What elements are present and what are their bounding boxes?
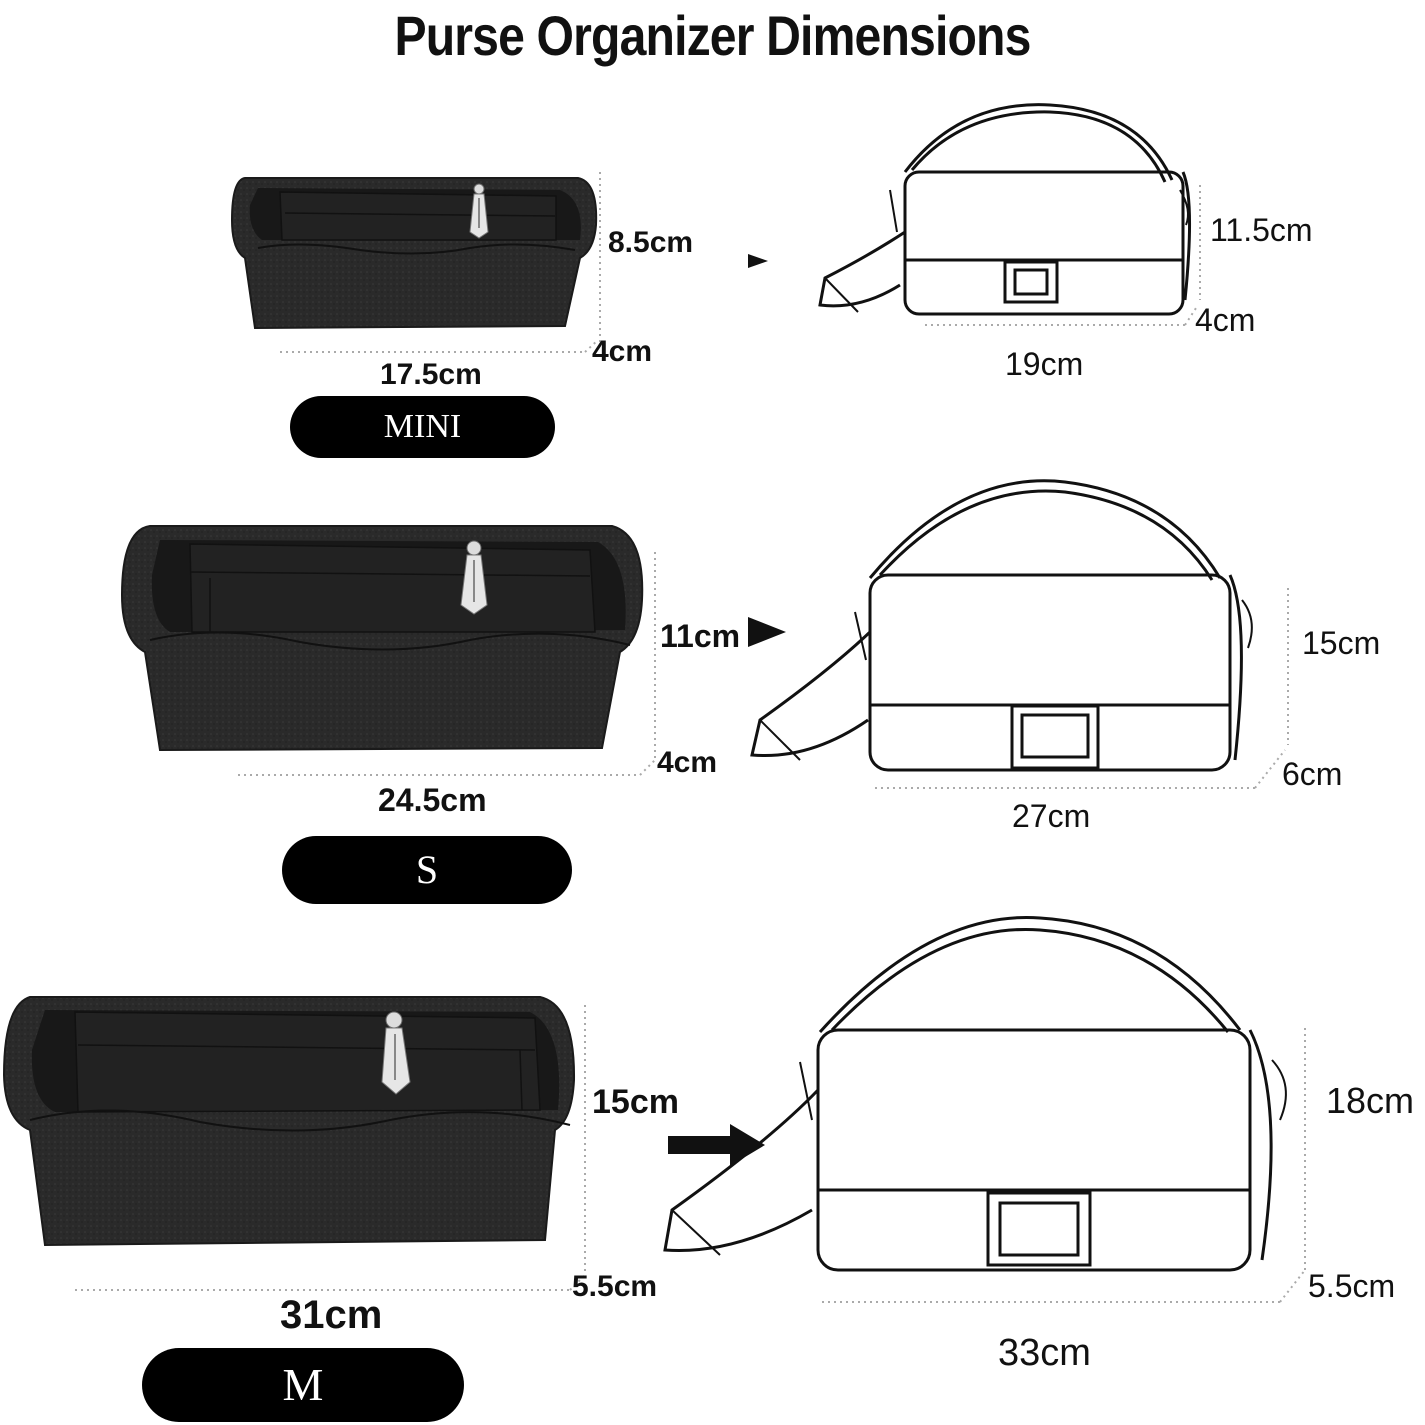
bag-s-width: 27cm: [1012, 798, 1091, 834]
organizer-m-width: 31cm: [280, 1293, 383, 1337]
size-badge-mini: MINI: [290, 396, 555, 458]
organizer-s-width: 24.5cm: [378, 782, 487, 818]
page-title: Purse Organizer Dimensions: [394, 4, 1031, 67]
organizer-s-height: 11cm: [660, 618, 741, 654]
bag-mini-depth: 4cm: [1195, 302, 1256, 338]
dims-bag-mini: [925, 185, 1201, 326]
organizer-s: [120, 525, 644, 752]
organizer-m-depth: 5.5cm: [572, 1270, 658, 1303]
dims-organizer-m: [75, 1005, 586, 1291]
dims-bag-m: [822, 1028, 1306, 1303]
bag-s-depth: 6cm: [1282, 756, 1343, 792]
zipper-pull-icon: [469, 183, 489, 239]
dims-organizer-s: [238, 552, 656, 776]
bag-mini-width: 19cm: [1005, 346, 1084, 382]
bag-s: [750, 479, 1253, 772]
organizer-mini-depth: 4cm: [592, 335, 653, 368]
zipper-pull-icon: [460, 540, 488, 615]
size-badge-m: M: [142, 1348, 464, 1422]
arrow-right-icon: [748, 617, 786, 647]
dims-organizer-mini: [280, 172, 601, 353]
arrow-right-icon: [748, 254, 768, 268]
organizer-m: [2, 996, 576, 1247]
bag-m-depth: 5.5cm: [1308, 1268, 1396, 1304]
bag-m-height: 18cm: [1326, 1080, 1415, 1121]
size-badge-s: S: [282, 836, 572, 904]
organizer-s-depth: 4cm: [657, 746, 718, 779]
organizer-m-height: 15cm: [592, 1083, 679, 1121]
arrow-right-icon: [668, 1124, 765, 1166]
organizer-mini-height: 8.5cm: [608, 226, 694, 259]
bag-mini: [818, 103, 1192, 316]
organizer-mini-width: 17.5cm: [380, 358, 482, 391]
dims-bag-s: [875, 588, 1289, 789]
bag-m: [663, 916, 1287, 1272]
bag-mini-height: 11.5cm: [1210, 212, 1313, 248]
organizer-mini: [230, 177, 598, 330]
bag-m-width: 33cm: [998, 1332, 1091, 1374]
bag-s-height: 15cm: [1302, 625, 1381, 661]
zipper-pull-icon: [381, 1011, 411, 1095]
